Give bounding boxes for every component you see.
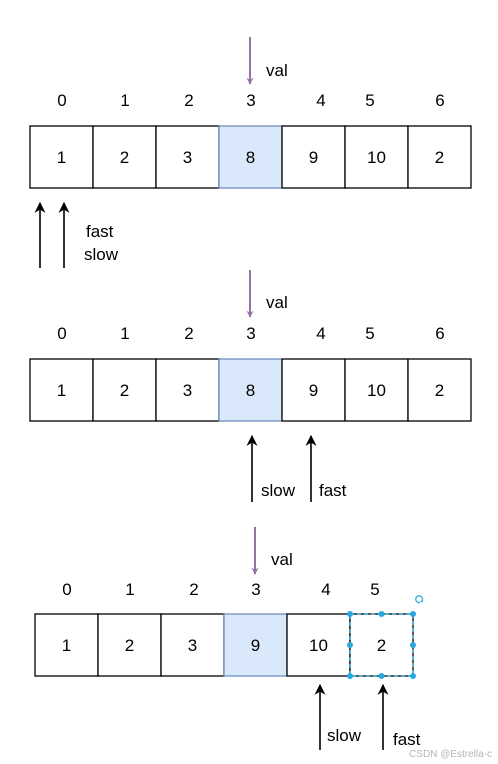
index-label: 0 xyxy=(62,580,71,599)
svg-text:1: 1 xyxy=(57,381,66,400)
pointer-label-slow: slow xyxy=(261,481,296,500)
pointer-arrows: slow fast xyxy=(314,683,421,750)
index-label: 5 xyxy=(370,580,379,599)
svg-text:2: 2 xyxy=(120,148,129,167)
rotate-handle-icon[interactable] xyxy=(415,595,424,604)
array-cell: 3 xyxy=(155,358,220,422)
index-label: 2 xyxy=(189,580,198,599)
pointer-label-slow: slow xyxy=(84,245,119,264)
val-label: val xyxy=(266,61,288,80)
index-label: 2 xyxy=(184,91,193,110)
array-cell: 2 xyxy=(97,613,162,677)
array-cell: 3 xyxy=(160,613,225,677)
array-cell-highlighted: 8 xyxy=(218,125,283,189)
svg-text:10: 10 xyxy=(367,381,386,400)
index-label: 3 xyxy=(246,91,255,110)
index-label: 3 xyxy=(251,580,260,599)
array-cell: 1 xyxy=(34,613,99,677)
val-label: val xyxy=(266,293,288,312)
index-label: 6 xyxy=(435,91,444,110)
svg-text:2: 2 xyxy=(435,148,444,167)
svg-text:1: 1 xyxy=(62,636,71,655)
resize-handle[interactable] xyxy=(410,611,416,617)
svg-text:2: 2 xyxy=(125,636,134,655)
index-label: 1 xyxy=(125,580,134,599)
panel-2: val 0 1 2 3 4 5 6 1 2 3 xyxy=(29,270,472,502)
svg-text:3: 3 xyxy=(183,148,192,167)
index-row: 0 1 2 3 4 5 xyxy=(62,580,379,599)
index-label: 4 xyxy=(321,580,330,599)
svg-text:3: 3 xyxy=(183,381,192,400)
index-label: 2 xyxy=(184,324,193,343)
pointer-arrows: slow fast xyxy=(246,434,347,502)
index-row: 0 1 2 3 4 5 6 xyxy=(57,324,444,343)
selection-handles xyxy=(347,595,424,679)
resize-handle[interactable] xyxy=(410,673,416,679)
svg-text:9: 9 xyxy=(309,381,318,400)
resize-handle[interactable] xyxy=(347,642,353,648)
index-label: 0 xyxy=(57,324,66,343)
svg-text:1: 1 xyxy=(57,148,66,167)
array-cell-selected[interactable]: 2 xyxy=(349,613,414,677)
pointer-label-fast: fast xyxy=(319,481,347,500)
svg-text:10: 10 xyxy=(367,148,386,167)
panel-3: val 0 1 2 3 4 5 1 2 3 9 xyxy=(34,527,424,750)
svg-text:9: 9 xyxy=(251,636,260,655)
svg-text:2: 2 xyxy=(435,381,444,400)
pointer-arrows: fast slow xyxy=(34,201,119,268)
array-cell-highlighted: 8 xyxy=(218,358,283,422)
resize-handle[interactable] xyxy=(347,673,353,679)
array-cell: 2 xyxy=(92,358,157,422)
array-cell: 2 xyxy=(407,358,472,422)
array-cell-highlighted: 9 xyxy=(223,613,288,677)
svg-text:10: 10 xyxy=(309,636,328,655)
array-row: 1 2 3 9 10 2 xyxy=(34,613,414,677)
array-cell: 2 xyxy=(92,125,157,189)
svg-text:9: 9 xyxy=(309,148,318,167)
array-cell: 9 xyxy=(281,358,346,422)
resize-handle[interactable] xyxy=(347,611,353,617)
index-label: 1 xyxy=(120,91,129,110)
watermark: CSDN @Estrella-c xyxy=(409,749,492,760)
index-label: 4 xyxy=(316,324,325,343)
resize-handle[interactable] xyxy=(378,611,385,617)
array-cell: 1 xyxy=(29,358,94,422)
svg-text:8: 8 xyxy=(246,148,255,167)
index-row: 0 1 2 3 4 5 6 xyxy=(57,91,444,110)
val-marker: val xyxy=(246,37,288,85)
resize-handle[interactable] xyxy=(378,673,385,679)
index-label: 1 xyxy=(120,324,129,343)
array-row: 1 2 3 8 9 10 2 xyxy=(29,358,472,422)
svg-text:2: 2 xyxy=(377,636,386,655)
index-label: 0 xyxy=(57,91,66,110)
array-cell: 2 xyxy=(407,125,472,189)
array-cell: 10 xyxy=(286,613,351,677)
index-label: 3 xyxy=(246,324,255,343)
svg-text:3: 3 xyxy=(188,636,197,655)
pointer-label-slow: slow xyxy=(327,726,362,745)
panel-1: val 0 1 2 3 4 5 6 1 2 3 xyxy=(29,37,472,268)
pointer-label-fast: fast xyxy=(393,730,421,749)
resize-handle[interactable] xyxy=(410,642,416,648)
val-marker: val xyxy=(246,270,288,318)
index-label: 6 xyxy=(435,324,444,343)
index-label: 5 xyxy=(365,91,374,110)
pointer-label-fast: fast xyxy=(86,222,114,241)
svg-text:2: 2 xyxy=(120,381,129,400)
array-cell: 10 xyxy=(344,358,409,422)
index-label: 5 xyxy=(365,324,374,343)
val-label: val xyxy=(271,550,293,569)
val-marker: val xyxy=(251,527,293,575)
svg-text:8: 8 xyxy=(246,381,255,400)
array-cell: 10 xyxy=(344,125,409,189)
array-row: 1 2 3 8 9 10 2 xyxy=(29,125,472,189)
array-cell: 1 xyxy=(29,125,94,189)
array-cell: 9 xyxy=(281,125,346,189)
index-label: 4 xyxy=(316,91,325,110)
array-cell: 3 xyxy=(155,125,220,189)
